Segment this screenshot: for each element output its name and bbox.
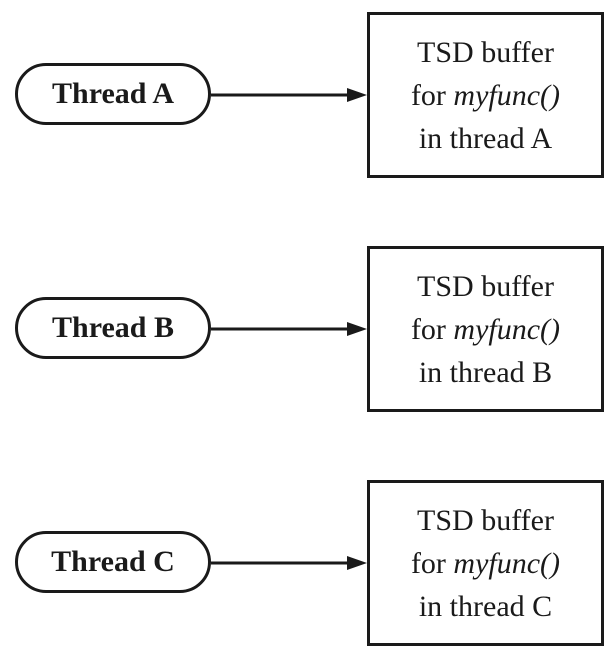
tsd-buffer-function-line: for myfunc() [411,308,560,351]
tsd-buffer-title: TSD buffer [417,269,554,303]
tsd-buffer-function-line: for myfunc() [411,542,560,585]
function-name: myfunc() [453,546,561,580]
arrow-thread-c-to-buffer [211,556,367,570]
diagram-row-thread-a: Thread A TSD buffer for myfunc() in thre… [0,12,616,178]
diagram-row-thread-c: Thread C TSD buffer for myfunc() in thre… [0,480,616,646]
tsd-buffer-thread-c: TSD buffer for myfunc() in thread C [367,480,604,646]
tsd-buffer-for-text: for [410,312,454,346]
tsd-buffer-for-text: for [410,78,454,112]
tsd-buffer-thread-line: in thread B [418,355,553,389]
thread-b-label: Thread B [52,311,174,344]
function-name: myfunc() [453,312,561,346]
tsd-buffer-function-line: for myfunc() [411,74,560,117]
thread-b-node: Thread B [15,297,211,359]
arrow-thread-a-to-buffer [211,88,367,102]
tsd-buffer-for-text: for [410,546,454,580]
tsd-buffer-thread-line: in thread A [418,121,553,155]
arrow-thread-b-to-buffer [211,322,367,336]
thread-c-label: Thread C [51,545,175,578]
tsd-buffer-thread-a: TSD buffer for myfunc() in thread A [367,12,604,178]
diagram-row-thread-b: Thread B TSD buffer for myfunc() in thre… [0,246,616,412]
thread-a-node: Thread A [15,63,211,125]
tsd-buffer-thread-b: TSD buffer for myfunc() in thread B [367,246,604,412]
thread-a-label: Thread A [52,77,174,110]
thread-c-node: Thread C [15,531,211,593]
function-name: myfunc() [453,78,561,112]
tsd-buffer-title: TSD buffer [417,503,554,537]
tsd-buffer-thread-line: in thread C [418,589,553,623]
tsd-buffer-title: TSD buffer [417,35,554,69]
